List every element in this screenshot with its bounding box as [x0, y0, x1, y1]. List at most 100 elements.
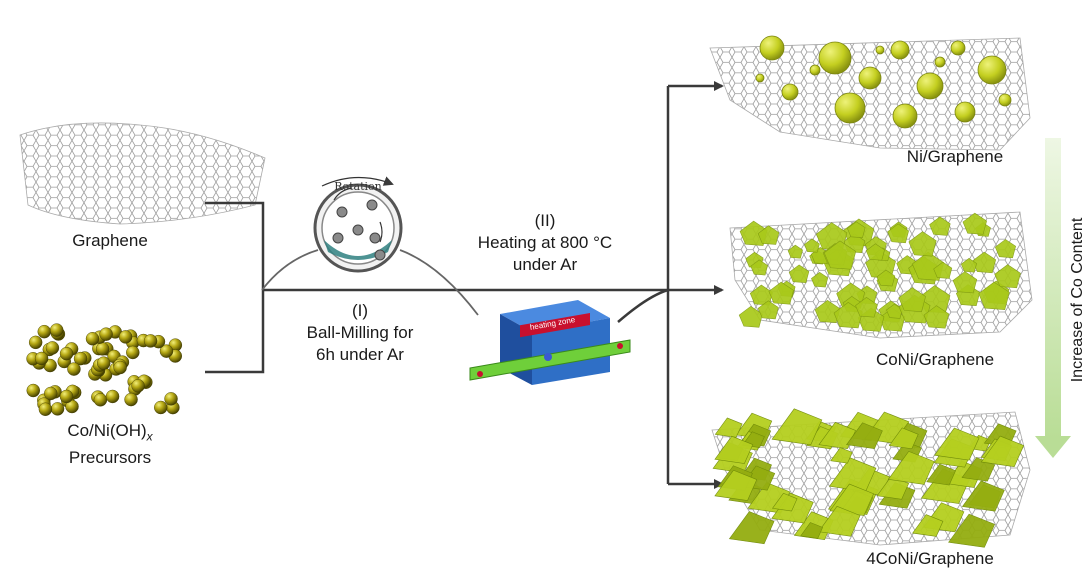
coni-particle [929, 216, 951, 236]
precursor-sphere [26, 383, 40, 398]
ni-particle [892, 103, 918, 129]
4coni-particle [961, 480, 1005, 512]
precursor-sphere [124, 392, 138, 407]
trend-label: Increase of Co Content [1069, 217, 1084, 382]
4coni-particle [818, 421, 856, 450]
4coni-particle [933, 427, 980, 461]
precursor-sphere [28, 335, 43, 350]
4coni-particle [926, 463, 957, 486]
tube-furnace [469, 300, 631, 385]
4coni-particle [771, 408, 823, 446]
coni-particle [962, 212, 987, 235]
step1-roman: (I) [351, 301, 369, 320]
precursor-sphere [154, 400, 168, 415]
precursor-sphere [38, 402, 53, 416]
coni-particle [847, 221, 866, 239]
coni-particle [887, 223, 909, 244]
coni-particle [757, 225, 780, 245]
precursor-formula: Co/Ni(OH) [67, 421, 147, 440]
ni-particle [781, 83, 799, 101]
coni-particle [823, 240, 857, 270]
4coni-particle [728, 511, 775, 545]
coni-particle [923, 305, 950, 329]
coni-particle [811, 271, 829, 288]
precursor-sphere [159, 344, 174, 358]
precursor-sphere [95, 342, 110, 356]
precursor-sphere [37, 324, 51, 339]
coni-particle [960, 257, 977, 273]
precursor-sphere [59, 389, 74, 404]
ni-particle [875, 45, 885, 55]
4coni-particle [830, 447, 853, 464]
coni-particle [750, 259, 768, 276]
4coni-particle [714, 417, 743, 438]
4coni-particle [800, 522, 824, 539]
ni-particle [954, 101, 976, 123]
precursor-sphere [49, 323, 64, 337]
4coni-particle [846, 422, 883, 449]
graphene-input-sheet [19, 122, 266, 225]
precursor-subscript: x [146, 429, 153, 444]
coni-particle [814, 300, 841, 324]
ni-particle [759, 35, 785, 61]
step2-label: (II) Heating at 800 °C under Ar [445, 210, 645, 276]
product-label-ni: Ni/Graphene [906, 147, 1004, 166]
4coni-particle [888, 427, 919, 450]
ni-particle [834, 92, 866, 124]
coni-particle [865, 243, 885, 261]
coni-particle [978, 281, 1010, 310]
4coni-graphene-sheet [711, 408, 1031, 548]
ni-particle [998, 93, 1012, 107]
product-label-coni: CoNi/Graphene [875, 350, 995, 369]
branch-arrows [617, 81, 724, 489]
4coni-particle [714, 435, 754, 464]
precursor-sphere [34, 351, 49, 366]
precursor-sphere [85, 332, 100, 346]
coni-particle [994, 264, 1021, 289]
ni-particle [977, 55, 1007, 85]
coni-particle [908, 231, 937, 257]
precursor-particle-cluster [26, 323, 183, 416]
coni-particle [952, 271, 978, 294]
ni-particle [890, 40, 910, 60]
step1-label: (I) Ball-Milling for 6h under Ar [260, 300, 460, 366]
precursor-sphere [93, 393, 108, 407]
step2-line1: Heating at 800 °C [477, 233, 613, 252]
ni-particle [809, 64, 821, 76]
coni-particle [757, 300, 779, 320]
coni-particle [972, 251, 997, 274]
coni-particle [788, 264, 810, 283]
step1-line1: Ball-Milling for [306, 323, 414, 342]
coni-particle [768, 281, 794, 305]
rotation-label: Rotation [334, 180, 382, 193]
ni-particle [755, 73, 765, 83]
precursor-sphere [118, 330, 133, 344]
precursor-sphere [143, 334, 158, 348]
precursor-sphere [99, 327, 113, 341]
coni-particle [787, 244, 803, 259]
step1-line2: 6h under Ar [316, 345, 404, 364]
step2-roman: (II) [534, 211, 556, 230]
coni-particle [804, 238, 820, 253]
precursor-sphere [97, 356, 111, 370]
precursor-sphere [73, 351, 88, 366]
coni-particle [876, 269, 896, 287]
co-content-trend-arrow [1035, 138, 1071, 458]
ni-particle [950, 40, 966, 56]
4coni-particle [818, 505, 861, 537]
coni-particle [855, 297, 878, 318]
step2-line2: under Ar [512, 255, 578, 274]
4coni-particle [912, 514, 944, 537]
4coni-particle [714, 469, 758, 501]
4coni-particle [980, 435, 1025, 468]
precursor-sphere [113, 360, 127, 375]
precursor-sphere [131, 379, 145, 393]
coni-particle [933, 261, 953, 279]
graphene-label: Graphene [72, 231, 148, 250]
ni-particle [818, 41, 852, 75]
product-label-4coni: 4CoNi/Graphene [866, 549, 994, 568]
precursor-sphere [126, 345, 140, 360]
ni-graphene-sheet [709, 35, 1031, 151]
4coni-particle [887, 450, 935, 485]
